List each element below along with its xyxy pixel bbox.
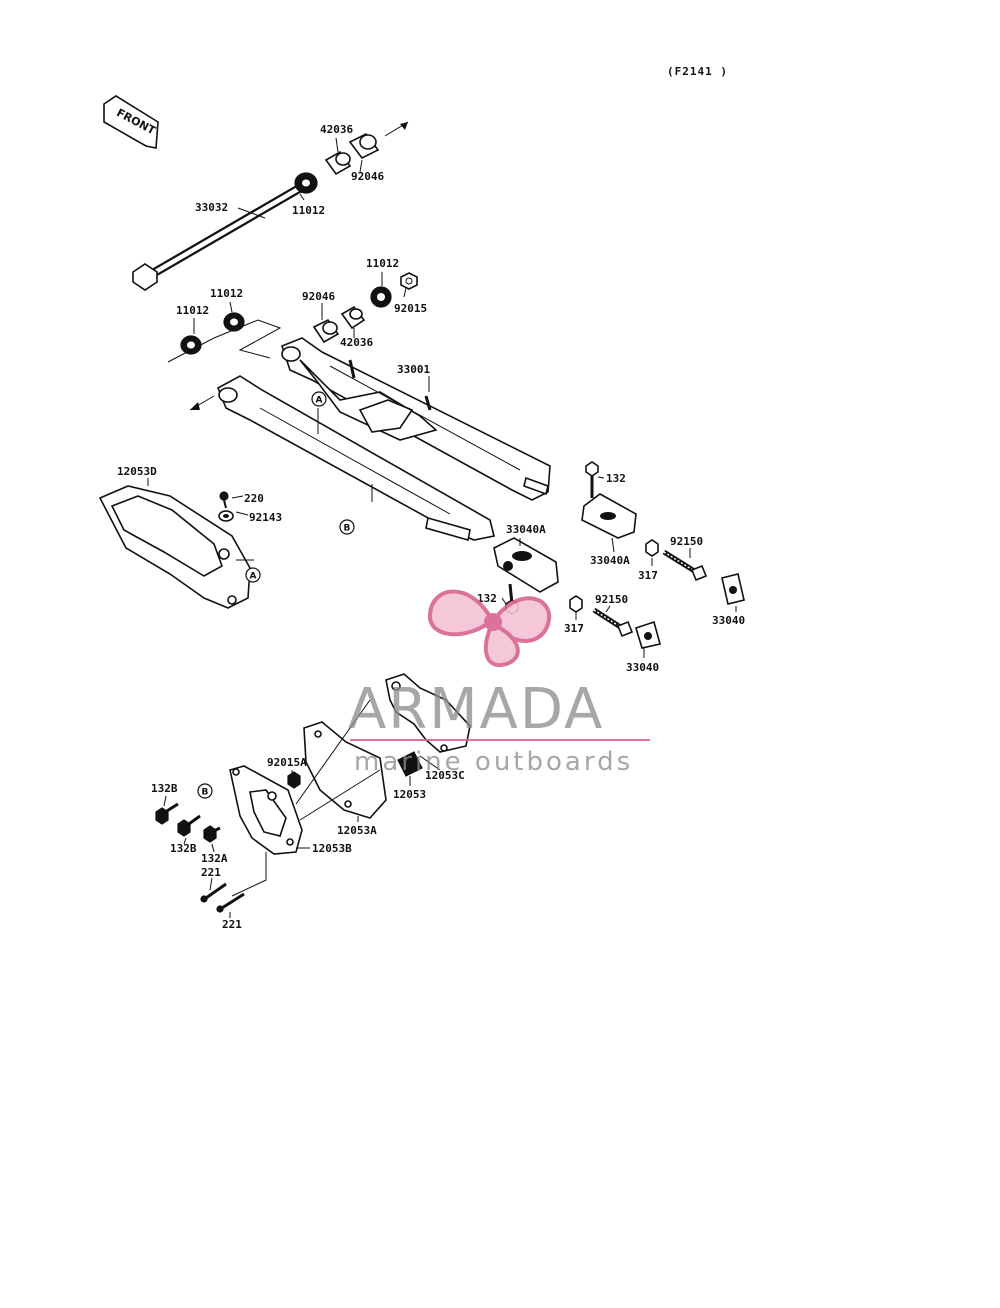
bushing-11012-top [294, 172, 318, 194]
label-12053B: 12053B [312, 842, 352, 855]
sleeve-42036-mid [340, 305, 366, 330]
svg-text:B: B [202, 788, 209, 798]
bushing-92046-mid [312, 318, 340, 344]
label-132A: 132A [201, 852, 228, 865]
swing-arm-33001 [216, 337, 551, 542]
label-92046-top: 92046 [351, 170, 384, 183]
nut-317-right [645, 539, 659, 557]
marker-b-2: B [197, 783, 213, 799]
bushing-11012-right [370, 286, 392, 308]
label-12053A: 12053A [337, 824, 377, 837]
propeller-logo-icon [427, 589, 552, 668]
label-33032: 33032 [195, 201, 228, 214]
bushing-11012-left1 [180, 335, 202, 355]
svg-text:A: A [250, 572, 257, 582]
screw-221-2 [216, 892, 245, 913]
watermark-brand: ARMADA [348, 677, 604, 742]
nut-317-mid [569, 595, 583, 613]
label-12053D: 12053D [117, 465, 157, 478]
label-92150-mid: 92150 [595, 593, 628, 606]
label-221-2: 221 [222, 918, 242, 931]
screw-221-1 [200, 882, 227, 903]
guide-plate-12053B [229, 765, 303, 855]
label-42036-mid: 42036 [340, 336, 373, 349]
label-11012-left1: 11012 [176, 304, 209, 317]
label-12053C: 12053C [425, 769, 465, 782]
bolt-220 [219, 491, 229, 509]
bolt-132A [203, 825, 221, 843]
label-221-1: 221 [201, 866, 221, 879]
label-92046-mid: 92046 [302, 290, 335, 303]
label-92150-right: 92150 [670, 535, 703, 548]
bolt-132B-2 [177, 814, 201, 837]
svg-text:B: B [344, 524, 351, 534]
nut-92015 [400, 272, 418, 290]
label-132B-2: 132B [170, 842, 197, 855]
label-132B-1: 132B [151, 782, 178, 795]
bolt-132-top [585, 461, 599, 498]
watermark-tagline: marine outboards [354, 747, 633, 777]
bolt-132B-1 [155, 802, 179, 825]
label-132-top: 132 [606, 472, 626, 485]
label-317-right: 317 [638, 569, 658, 582]
label-11012-top: 11012 [292, 204, 325, 217]
adjuster-33040A-mid [493, 537, 559, 593]
label-12053: 12053 [393, 788, 426, 801]
marker-a-2: A [245, 567, 261, 583]
sleeve-42036-top [324, 150, 352, 176]
label-92015: 92015 [394, 302, 427, 315]
bolt-92015A [287, 771, 301, 789]
guide-plate-12053A [303, 721, 387, 819]
block-33040-right [721, 573, 745, 605]
diagram-code: (F2141 ) [667, 65, 728, 78]
block-33040-mid [635, 620, 661, 649]
svg-text:A: A [316, 396, 323, 406]
shaft-33032 [132, 184, 303, 291]
slider-12053 [397, 751, 423, 777]
front-arrow-icon: FRONT [103, 95, 159, 149]
label-11012-left2: 11012 [210, 287, 243, 300]
label-33040A-mid: 33040A [506, 523, 546, 536]
bolt-92150-mid [592, 607, 634, 638]
bushing-92046-top [348, 132, 380, 160]
bolt-92150-right [662, 549, 708, 582]
label-92015A: 92015A [267, 756, 307, 769]
label-33040-mid: 33040 [626, 661, 659, 674]
marker-b-1: B [339, 519, 355, 535]
watermark: ARMADA marine outboards [348, 589, 650, 777]
label-220: 220 [244, 492, 264, 505]
washer-92143 [218, 510, 234, 522]
chain-guide-12053D [98, 485, 251, 609]
label-33040-right: 33040 [712, 614, 745, 627]
label-92143: 92143 [249, 511, 282, 524]
marker-a-1: A [311, 391, 327, 407]
bushing-11012-left2 [223, 312, 245, 332]
adjuster-33040A-right [581, 493, 637, 539]
label-33001: 33001 [397, 363, 430, 376]
label-33040A-right: 33040A [590, 554, 630, 567]
guide-plate-12053C [385, 673, 471, 753]
label-317-mid: 317 [564, 622, 584, 635]
label-132-mid: 132 [477, 592, 497, 605]
label-42036-top: 42036 [320, 123, 353, 136]
label-11012-right: 11012 [366, 257, 399, 270]
